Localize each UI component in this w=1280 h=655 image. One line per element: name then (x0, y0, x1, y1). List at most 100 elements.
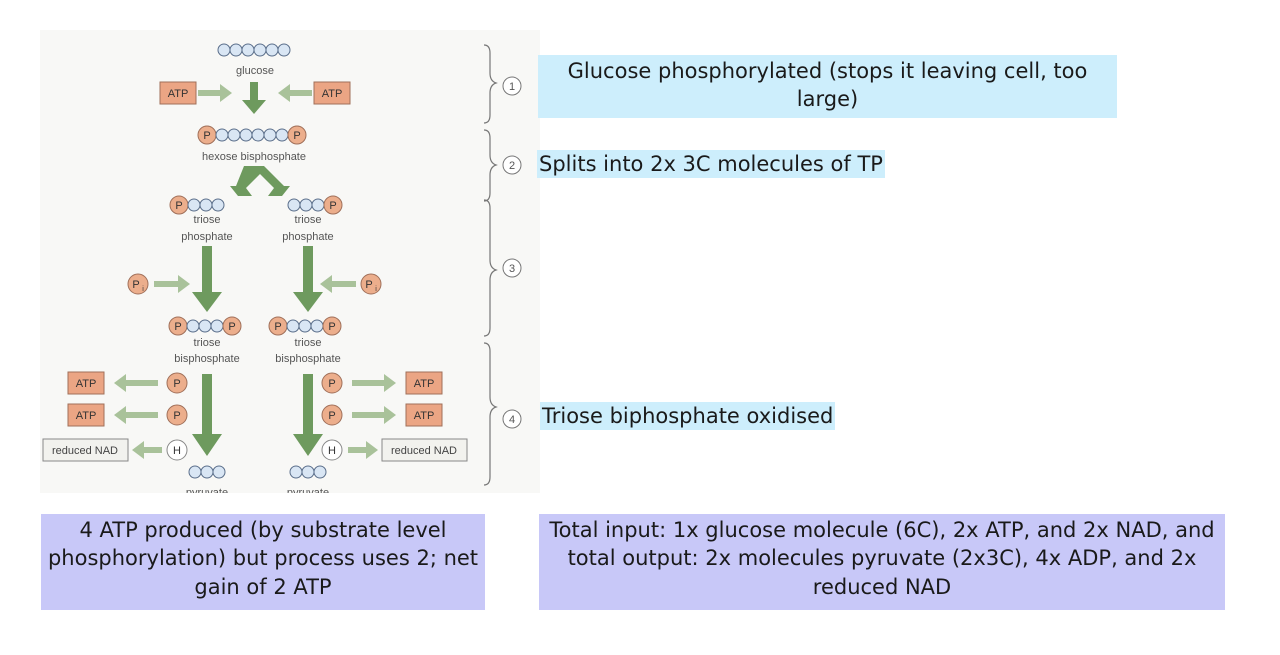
hexose-phosphate-symbol-7: P (293, 130, 300, 142)
pyruvate-left-carbon-2 (212, 465, 226, 479)
svg-text:3: 3 (509, 263, 515, 275)
atp-output-left-2: ATP (67, 403, 105, 427)
tp-left-carbon-2 (199, 198, 213, 212)
atp-input-left: ATP (159, 81, 197, 105)
tbp-left-label-2: bisphosphate (174, 353, 239, 365)
arrow-h-to-nad-left (132, 441, 162, 459)
hexose-carbon-2 (227, 128, 241, 142)
hexose-label: hexose bisphosphate (202, 151, 306, 163)
svg-text:ATP: ATP (168, 88, 189, 100)
note-stage1: Glucose phosphorylated (stops it leaving… (538, 55, 1117, 118)
svg-text:4: 4 (509, 414, 515, 426)
phosphate-right-1: P (321, 372, 343, 394)
arrow-tbp-right-down (293, 374, 323, 456)
stage-number-1: 1 (502, 76, 522, 96)
split-arrow (230, 166, 290, 196)
atp-output-right-1: ATP (405, 371, 443, 395)
tp-left-carbon-3 (211, 198, 225, 212)
pyruvate-left-carbon-0 (188, 465, 202, 479)
atp-input-right: ATP (313, 81, 351, 105)
pyruvate-right (289, 465, 327, 479)
tp-right-label-1: triose (295, 214, 322, 226)
tbp-right-label-1: triose (295, 337, 322, 349)
svg-text:i: i (375, 286, 377, 293)
pi-right-arrow (320, 275, 356, 293)
pyruvate-left-carbon-1 (200, 465, 214, 479)
reduced-nad-right: reduced NAD (381, 438, 468, 462)
hexose-carbon-3 (239, 128, 253, 142)
glucose-molecule (217, 43, 291, 57)
svg-text:reduced NAD: reduced NAD (52, 445, 118, 457)
arrow-glucose-to-hexose (242, 82, 266, 114)
pyruvate-left-label: pyruvate (186, 487, 228, 493)
tp-right-carbon-1 (299, 198, 313, 212)
hexose-carbon-5 (263, 128, 277, 142)
tbp-right-carbon-2 (298, 319, 312, 333)
atp-output-right-2: ATP (405, 403, 443, 427)
hexose-phosphate-symbol-0: P (203, 130, 210, 142)
bracket-stage-4 (483, 342, 498, 486)
tbp-left-carbon-2 (198, 319, 212, 333)
phosphate-right-2: P (321, 404, 343, 426)
tbp-right-phosphate-symbol-0: P (274, 321, 281, 333)
pi-input-left: P i (127, 273, 149, 295)
svg-text:reduced NAD: reduced NAD (391, 445, 457, 457)
tbp-right-phosphate-symbol-4: P (328, 321, 335, 333)
tbp-left-phosphate-symbol-4: P (228, 321, 235, 333)
tbp-right-carbon-1 (286, 319, 300, 333)
hydrogen-right: H (321, 439, 343, 461)
tbp-left-carbon-1 (186, 319, 200, 333)
stage-number-4: 4 (502, 409, 522, 429)
pyruvate-right-carbon-0 (289, 465, 303, 479)
tp-left-label-2: phosphate (181, 231, 232, 243)
note-stage4: Triose biphosphate oxidised (540, 402, 836, 431)
glucose-carbon-3 (253, 43, 267, 57)
phosphate-left-1: P (166, 372, 188, 394)
tbp-left-phosphate-symbol-0: P (174, 321, 181, 333)
glucose-carbon-2 (241, 43, 255, 57)
svg-text:P: P (173, 378, 180, 390)
bracket-stage-1 (483, 44, 498, 124)
atp-output-left-1: ATP (67, 371, 105, 395)
svg-text:i: i (142, 286, 144, 293)
svg-text:ATP: ATP (76, 410, 97, 422)
arrow-p-to-atp-right-2 (352, 406, 396, 424)
hexose-carbon-1 (215, 128, 229, 142)
tp-right-phosphate-symbol-3: P (329, 200, 336, 212)
svg-text:P: P (328, 410, 335, 422)
arrow-h-to-nad-right (348, 441, 378, 459)
tp-right-phosphate-3 (323, 195, 343, 215)
phosphate-left-2: P (166, 404, 188, 426)
tp-left-carbon-1 (187, 198, 201, 212)
svg-text:P: P (328, 378, 335, 390)
triose-phosphate-right: P (287, 195, 343, 215)
svg-text:1: 1 (509, 81, 515, 93)
glucose-carbon-0 (217, 43, 231, 57)
bracket-stage-2 (483, 129, 498, 202)
hexose-carbon-6 (275, 128, 289, 142)
glucose-carbon-1 (229, 43, 243, 57)
glucose-carbon-4 (265, 43, 279, 57)
pyruvate-right-carbon-1 (301, 465, 315, 479)
svg-text:P: P (173, 410, 180, 422)
tbp-right-label-2: bisphosphate (275, 353, 340, 365)
tbp-left-label-1: triose (194, 337, 221, 349)
hydrogen-left: H (166, 439, 188, 461)
tbp-right-phosphate-4 (322, 316, 342, 336)
atp-right-arrow (278, 84, 312, 102)
note-totals: Total input: 1x glucose molecule (6C), 2… (539, 514, 1225, 610)
svg-text:ATP: ATP (414, 410, 435, 422)
tp-right-label-2: phosphate (282, 231, 333, 243)
pi-input-right: P i (360, 273, 382, 295)
tbp-right-carbon-3 (310, 319, 324, 333)
arrow-p-to-atp-right-1 (352, 374, 396, 392)
note-stage2: Splits into 2x 3C molecules of TP (537, 150, 885, 179)
tp-right-carbon-2 (311, 198, 325, 212)
tbp-left-phosphate-4 (222, 316, 242, 336)
tp-right-carbon-0 (287, 198, 301, 212)
svg-text:2: 2 (509, 160, 515, 172)
svg-text:P: P (365, 279, 372, 291)
